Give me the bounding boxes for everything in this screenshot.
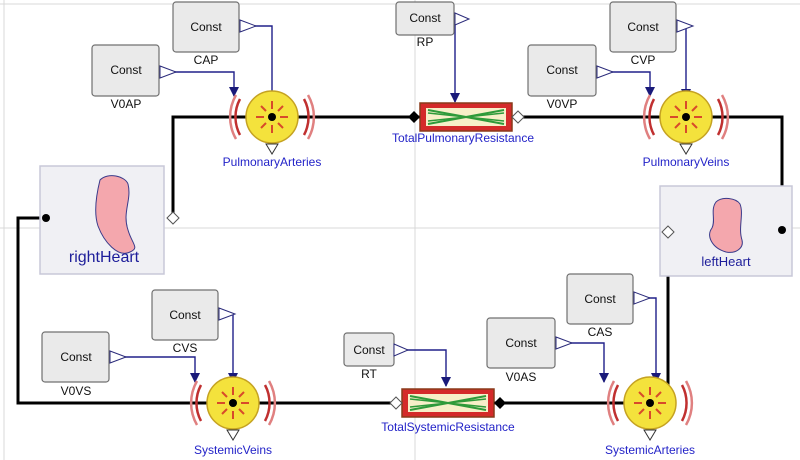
const-block-cas[interactable]: Const CAS [566, 273, 652, 339]
resistance-total-systemic[interactable]: TotalSystemicResistance [381, 388, 515, 434]
compliance-label: PulmonaryArteries [223, 155, 322, 169]
const-label: Const [546, 63, 578, 77]
heart-right[interactable]: rightHeart [39, 165, 180, 275]
compliance-label: PulmonaryVeins [643, 155, 730, 169]
const-label: Const [409, 11, 441, 25]
compliance-vessel-icon [606, 376, 694, 441]
param-label-v0as: V0AS [506, 370, 537, 384]
const-block-cvp[interactable]: Const CVP [609, 1, 695, 67]
param-label-rp: RP [417, 35, 434, 49]
const-block-v0vp[interactable]: Const V0VP [527, 44, 615, 111]
compliance-systemic-veins[interactable]: SystemicVeins [189, 376, 277, 457]
param-label-v0ap: V0AP [111, 97, 142, 111]
const-label: Const [627, 20, 659, 34]
resistance-label: TotalPulmonaryResistance [392, 131, 534, 145]
compliance-label: SystemicVeins [194, 443, 272, 457]
const-label: Const [60, 350, 92, 364]
const-block-v0vs[interactable]: Const V0VS [41, 331, 128, 398]
compliance-systemic-arteries[interactable]: SystemicArteries [605, 376, 695, 457]
param-label-cas: CAS [588, 325, 613, 339]
const-block-rt[interactable]: Const RT [343, 332, 410, 381]
resistor-icon [389, 388, 506, 418]
heart-left[interactable]: leftHeart [659, 185, 793, 277]
const-label: Const [584, 292, 616, 306]
heart-shape-icon [95, 175, 136, 254]
compliance-vessel-icon [642, 90, 730, 155]
heart-label: leftHeart [701, 254, 751, 269]
const-block-v0as[interactable]: Const V0AS [486, 317, 574, 384]
param-label-v0vp: V0VP [547, 97, 578, 111]
resistor-icon [408, 102, 525, 132]
compliance-label: SystemicArteries [605, 443, 695, 457]
const-block-cap[interactable]: Const CAP [172, 1, 258, 67]
compliance-vessel-icon [189, 376, 277, 441]
const-label: Const [110, 63, 142, 77]
heart-shape-icon [709, 197, 743, 253]
const-label: Const [505, 336, 537, 350]
compliance-vessel-icon [228, 90, 316, 155]
compliance-pulmonary-veins[interactable]: PulmonaryVeins [642, 90, 730, 169]
param-label-v0vs: V0VS [61, 384, 92, 398]
const-label: Const [190, 20, 222, 34]
resistance-total-pulmonary[interactable]: TotalPulmonaryResistance [392, 102, 534, 145]
param-label-rt: RT [361, 367, 377, 381]
const-label: Const [353, 343, 385, 357]
param-label-cap: CAP [194, 53, 219, 67]
param-label-cvs: CVS [173, 341, 198, 355]
compliance-pulmonary-arteries[interactable]: PulmonaryArteries [223, 90, 322, 169]
const-label: Const [169, 308, 201, 322]
const-block-rp[interactable]: Const RP [395, 1, 471, 49]
const-block-v0ap[interactable]: Const V0AP [91, 44, 178, 111]
resistance-label: TotalSystemicResistance [381, 420, 515, 434]
heart-label: rightHeart [69, 249, 140, 266]
param-label-cvp: CVP [631, 53, 656, 67]
const-block-cvs[interactable]: Const CVS [151, 289, 237, 355]
